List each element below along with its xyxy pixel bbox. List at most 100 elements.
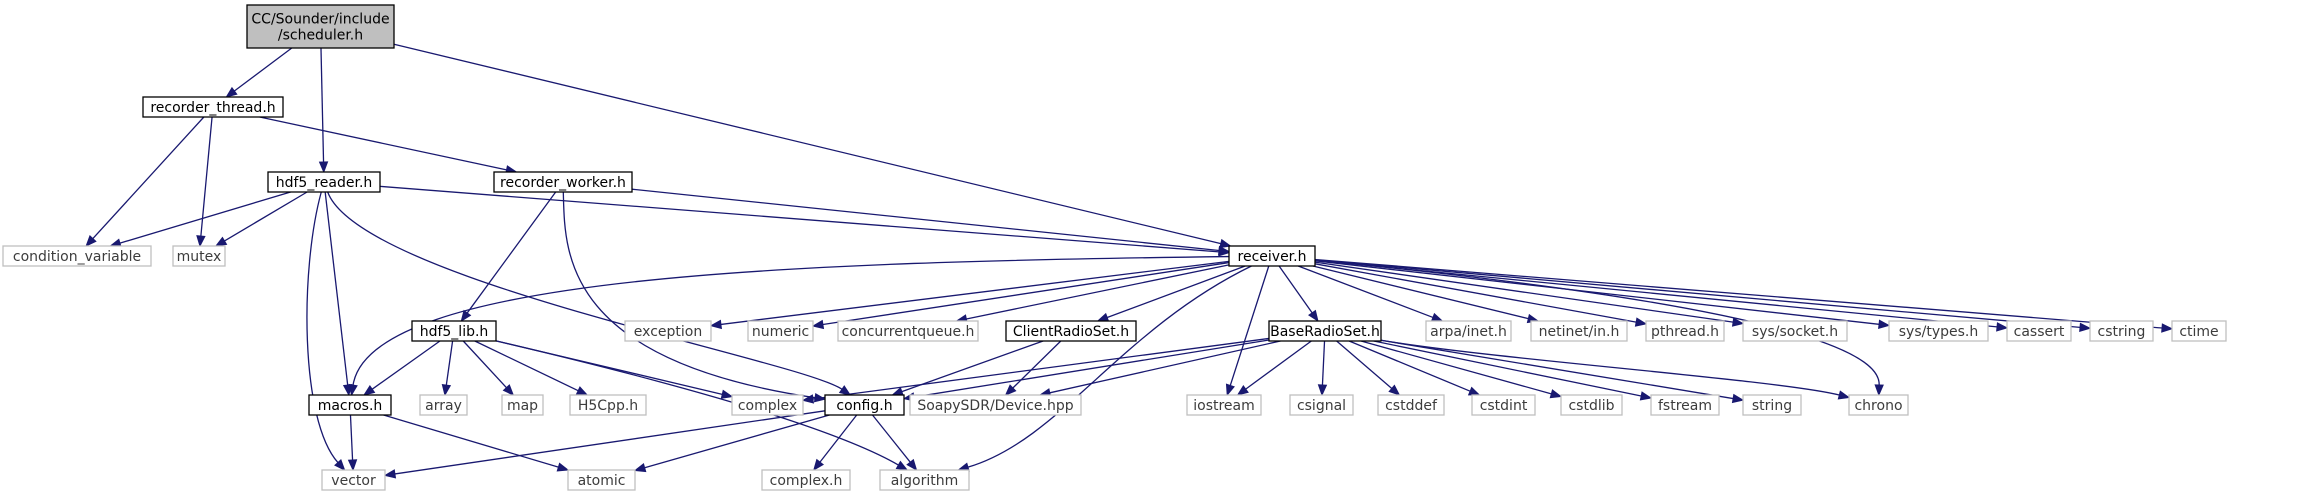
node-label: netinet/in.h [1539,324,1620,340]
edge-scheduler-to-receiver [393,43,1221,245]
node-soapysdr-device: SoapySDR/Device.hpp [909,394,1082,416]
node-box [1742,394,1802,416]
node-label: complex.h [770,473,843,489]
node-label: pthread.h [1651,324,1719,340]
edge-clientradioset-to-config [901,340,1044,393]
node-box [1186,394,1262,416]
node-label: cstring [2098,324,2146,340]
edge-receiver-to-netinet-in [1312,265,1529,320]
node-label: H5Cpp.h [578,398,638,414]
node-box [1268,320,1382,342]
node-label: numeric [752,324,809,340]
node-clientradioset[interactable]: ClientRadioSet.h [1005,320,1137,342]
node-box [2006,320,2072,342]
arrowhead-receiver-to-macros [348,383,358,397]
arrowhead-clientradioset-to-soapysdr-device [1004,384,1017,396]
node-box [1289,394,1354,416]
node-box [569,394,647,416]
node-numeric: numeric [747,320,814,342]
node-baseradioset[interactable]: BaseRadioSet.h [1268,320,1382,342]
edge-hdf5-reader-to-vector [306,191,339,463]
node-recorder-thread[interactable]: recorder_thread.h [142,96,284,118]
edge-receiver-to-arpa-inet [1297,265,1434,319]
node-label: cstdint [1480,398,1528,414]
node-receiver[interactable]: receiver.h [1228,245,1316,267]
arrowhead-receiver-to-exception [709,319,723,330]
node-box [246,4,395,49]
node-box [2,245,152,267]
node-label: complex [738,398,797,414]
arrowhead-scheduler-to-hdf5-reader [318,161,329,174]
node-box [1650,394,1720,416]
edge-receiver-to-sys-types [1314,260,1880,325]
node-arpa-inet: arpa/inet.h [1425,320,1512,342]
node-label: recorder_thread.h [150,100,275,116]
edge-baseradioset-to-config [913,339,1270,398]
node-box [142,96,284,118]
node-box [1530,320,1628,342]
arrowhead-receiver-to-numeric [811,319,825,330]
node-box [267,171,381,193]
arrowhead-recorder-thread-to-condition-variable [85,235,97,247]
node-algorithm: algorithm [879,469,970,491]
edge-hdf5-lib-to-map [462,340,507,389]
edge-baseradioset-to-fstream [1373,340,1642,397]
arrowhead-hdf5-reader-to-vector [334,459,346,472]
node-box [624,320,712,342]
node-box [1888,320,1989,342]
arrowhead-hdf5-lib-to-array [441,383,452,397]
node-array: array [419,394,468,416]
arrowhead-receiver-to-baseradioset [1308,309,1319,323]
node-iostream: iostream [1186,394,1262,416]
edge-receiver-to-numeric [822,261,1230,326]
node-condition-variable: condition_variable [2,245,152,267]
arrowhead-receiver-to-chrono [1874,384,1884,397]
arrowhead-receiver-to-cstring [2079,322,2092,333]
edge-recorder-thread-to-condition-variable [92,116,205,240]
node-box [411,320,497,342]
node-netinet-in: netinet/in.h [1530,320,1628,342]
edge-hdf5-reader-to-macros [324,191,349,386]
node-label: chrono [1854,398,1902,414]
node-hdf5-reader[interactable]: hdf5_reader.h [267,171,381,193]
arrowhead-scheduler-to-recorder-thread [225,86,238,98]
node-csignal: csignal [1289,394,1354,416]
edge-macros-to-atomic [383,414,559,468]
edge-receiver-to-cstring [1314,259,2081,328]
node-label: recorder_worker.h [500,175,626,191]
arrowhead-baseradioset-to-cstdint [1467,386,1481,396]
node-recorder-worker[interactable]: recorder_worker.h [493,171,633,193]
node-chrono: chrono [1848,394,1909,416]
node-macros[interactable]: macros.h [308,394,392,416]
arrowhead-recorder-thread-to-mutex [196,235,206,248]
node-mutex: mutex [172,245,226,267]
edge-hdf5-lib-to-array [445,340,454,386]
arrowhead-hdf5-lib-to-h5cpp [575,386,589,396]
edge-clientradioset-to-soapysdr-device [1012,340,1062,389]
node-cassert: cassert [2006,320,2072,342]
node-label: arpa/inet.h [1430,324,1507,340]
node-label: array [425,398,462,414]
node-hdf5-lib[interactable]: hdf5_lib.h [411,320,497,342]
edge-receiver-to-ctime [1314,258,2163,329]
edge-hdf5-reader-to-mutex [224,191,308,242]
arrowhead-receiver-to-pthread [1634,317,1648,327]
node-h5cpp: H5Cpp.h [569,394,647,416]
node-vector: vector [321,469,386,491]
node-label: ctime [2179,324,2218,340]
edge-recorder-thread-to-recorder-worker [259,116,507,171]
arrowhead-scheduler-to-receiver [1219,238,1232,249]
arrowhead-recorder-worker-to-receiver [1218,245,1231,256]
arrowhead-hdf5-lib-to-algorithm [895,460,909,471]
node-box [761,469,851,491]
node-scheduler[interactable]: CC/Sounder/include/scheduler.h [246,4,395,49]
node-box [1645,320,1725,342]
node-label: SoapySDR/Device.hpp [917,398,1073,414]
arrowhead-clientradioset-to-config [891,386,904,396]
node-box [321,469,386,491]
node-label: sys/socket.h [1752,324,1838,340]
node-box [172,245,226,267]
node-config[interactable]: config.h [824,394,905,416]
edge-macros-to-vector [349,414,354,461]
edge-config-to-vector [394,410,826,475]
